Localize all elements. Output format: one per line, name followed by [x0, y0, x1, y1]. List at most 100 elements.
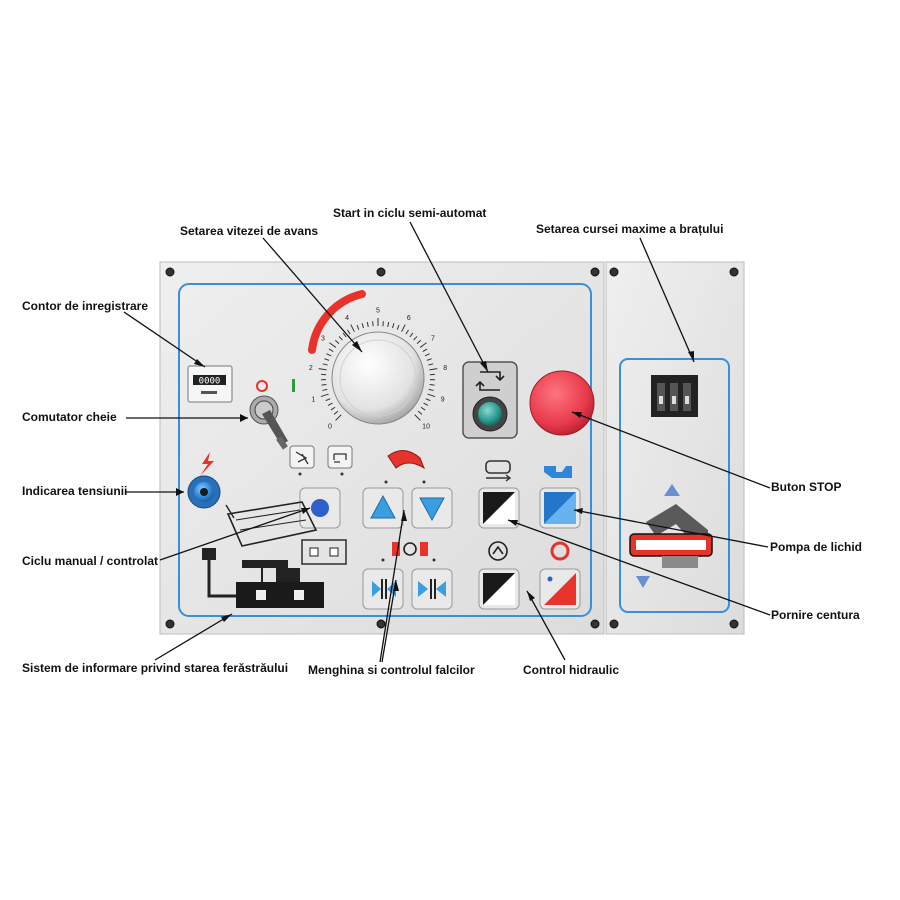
- auto-mode-icon: [327, 445, 353, 469]
- label-arm-stroke-setting: Setarea cursei maxime a brațului: [536, 222, 724, 236]
- hydraulic-off-icon: [550, 541, 570, 561]
- dial-tick: [396, 324, 400, 330]
- dial-tick: [338, 336, 343, 341]
- dial-tick: [347, 329, 351, 335]
- dial-tick: [409, 332, 414, 338]
- dial-tick: [335, 414, 342, 421]
- dial-tick: [428, 388, 434, 391]
- belt-icon: [485, 460, 511, 474]
- main-panel-blue-border: [178, 283, 592, 617]
- dial-tick: [422, 348, 428, 352]
- label-voltage-indicator: Indicarea tensiunii: [22, 484, 128, 498]
- dial-tick: [392, 323, 395, 329]
- cycle-arrows-icon: [475, 371, 505, 391]
- dial-tick: [427, 393, 436, 398]
- dial-tick: [429, 384, 435, 386]
- side-panel-blue-border: [619, 358, 730, 613]
- dial-tick: [322, 363, 328, 366]
- arm-position-up-icon: [664, 484, 680, 496]
- coolant-pump-icon: [544, 466, 572, 478]
- saw-status-schematic: [202, 501, 347, 608]
- dial-tick: [424, 353, 430, 357]
- dial-tick: [356, 324, 360, 330]
- dial-tick: [428, 363, 434, 366]
- key-switch[interactable]: [249, 395, 288, 450]
- dial-tick: [426, 358, 432, 361]
- arm-stroke-switches[interactable]: [651, 375, 698, 417]
- dial-tick: [350, 324, 355, 332]
- dial-tick: [333, 410, 339, 415]
- dial-tick: [324, 358, 330, 361]
- dial-tick: [366, 321, 369, 328]
- dial-tick: [401, 324, 406, 332]
- dial-tick: [405, 329, 409, 335]
- dial-tick: [416, 339, 422, 344]
- dial-tick: [361, 323, 364, 329]
- counter-register: 0000: [187, 365, 233, 403]
- dial-tick: [334, 339, 340, 344]
- dial-tick: [320, 393, 329, 398]
- hydraulic-up-icon: [488, 541, 508, 561]
- dial-tick: [342, 332, 347, 338]
- speed-dial-ticks: [318, 318, 438, 421]
- speed-arc-red-icon: [308, 290, 366, 354]
- dial-scale-label: 7: [431, 336, 435, 343]
- speed-dial-knob[interactable]: [331, 331, 425, 425]
- stop-button[interactable]: [529, 370, 595, 436]
- counter-digits: 0000: [199, 377, 221, 387]
- arm-position-graphic: [629, 504, 713, 568]
- dial-tick: [420, 406, 426, 411]
- dial-scale-label: 6: [407, 315, 411, 322]
- dial-scale-label: 5: [376, 308, 380, 315]
- dial-tick: [414, 414, 421, 421]
- dial-scale-label: 3: [321, 336, 325, 343]
- label-manual-cycle: Ciclu manual / controlat: [22, 554, 159, 568]
- arrow-down-icon: [419, 497, 445, 522]
- label-speed-setting: Setarea vitezei de avans: [180, 224, 319, 238]
- dial-tick: [329, 342, 337, 348]
- arrow-up-icon: [370, 494, 396, 519]
- key-on-indicator-icon: [292, 379, 295, 392]
- arm-position-down-icon: [636, 576, 650, 588]
- dial-scale-label: 10: [422, 424, 430, 431]
- dial-tick: [321, 384, 327, 386]
- dial-tick: [429, 368, 438, 371]
- dial-scale-label: 0: [328, 424, 332, 431]
- voltage-indicator-lamp: [187, 475, 221, 509]
- dial-tick: [322, 388, 328, 391]
- dial-tick: [387, 321, 390, 328]
- leader-lines: [123, 221, 771, 663]
- dial-tick: [328, 348, 334, 352]
- side-panel-plate: [605, 261, 745, 635]
- leader-arrowheads: [176, 341, 694, 622]
- dial-scale-label: 2: [309, 365, 313, 372]
- dial-tick: [425, 398, 431, 402]
- label-coolant-pump: Pompa de lichid: [770, 540, 863, 554]
- label-saw-status-system: Sistem de informare privind starea ferăs…: [22, 661, 289, 675]
- label-stop-button: Buton STOP: [771, 480, 842, 494]
- lightning-icon: [200, 452, 214, 476]
- label-semi-auto-start: Start in ciclu semi-automat: [333, 206, 487, 220]
- label-vise-jaw-control: Menghina si controlul falcilor: [308, 663, 475, 677]
- dial-tick: [413, 336, 418, 341]
- dial-scale-label: 8: [443, 365, 447, 372]
- label-hydraulic-control: Control hidraulic: [523, 663, 619, 677]
- manual-mode-icon: [289, 445, 315, 469]
- dial-scale-label: 9: [441, 397, 445, 404]
- dial-tick: [423, 402, 429, 406]
- screws: [165, 267, 739, 629]
- dial-tick: [419, 342, 427, 348]
- dial-scale-label: 4: [345, 315, 349, 322]
- semi-auto-start-button[interactable]: [472, 396, 508, 432]
- dial-tick: [318, 368, 327, 371]
- dial-tick: [325, 398, 331, 402]
- label-counter: Contor de inregistrare: [22, 299, 149, 313]
- speed-direction-icon: [387, 450, 426, 470]
- dial-tick: [326, 353, 332, 357]
- dial-tick: [327, 402, 333, 406]
- key-off-indicator-icon: [256, 380, 268, 392]
- speed-dial-knob-ring: [339, 339, 417, 417]
- dial-tick: [417, 410, 423, 415]
